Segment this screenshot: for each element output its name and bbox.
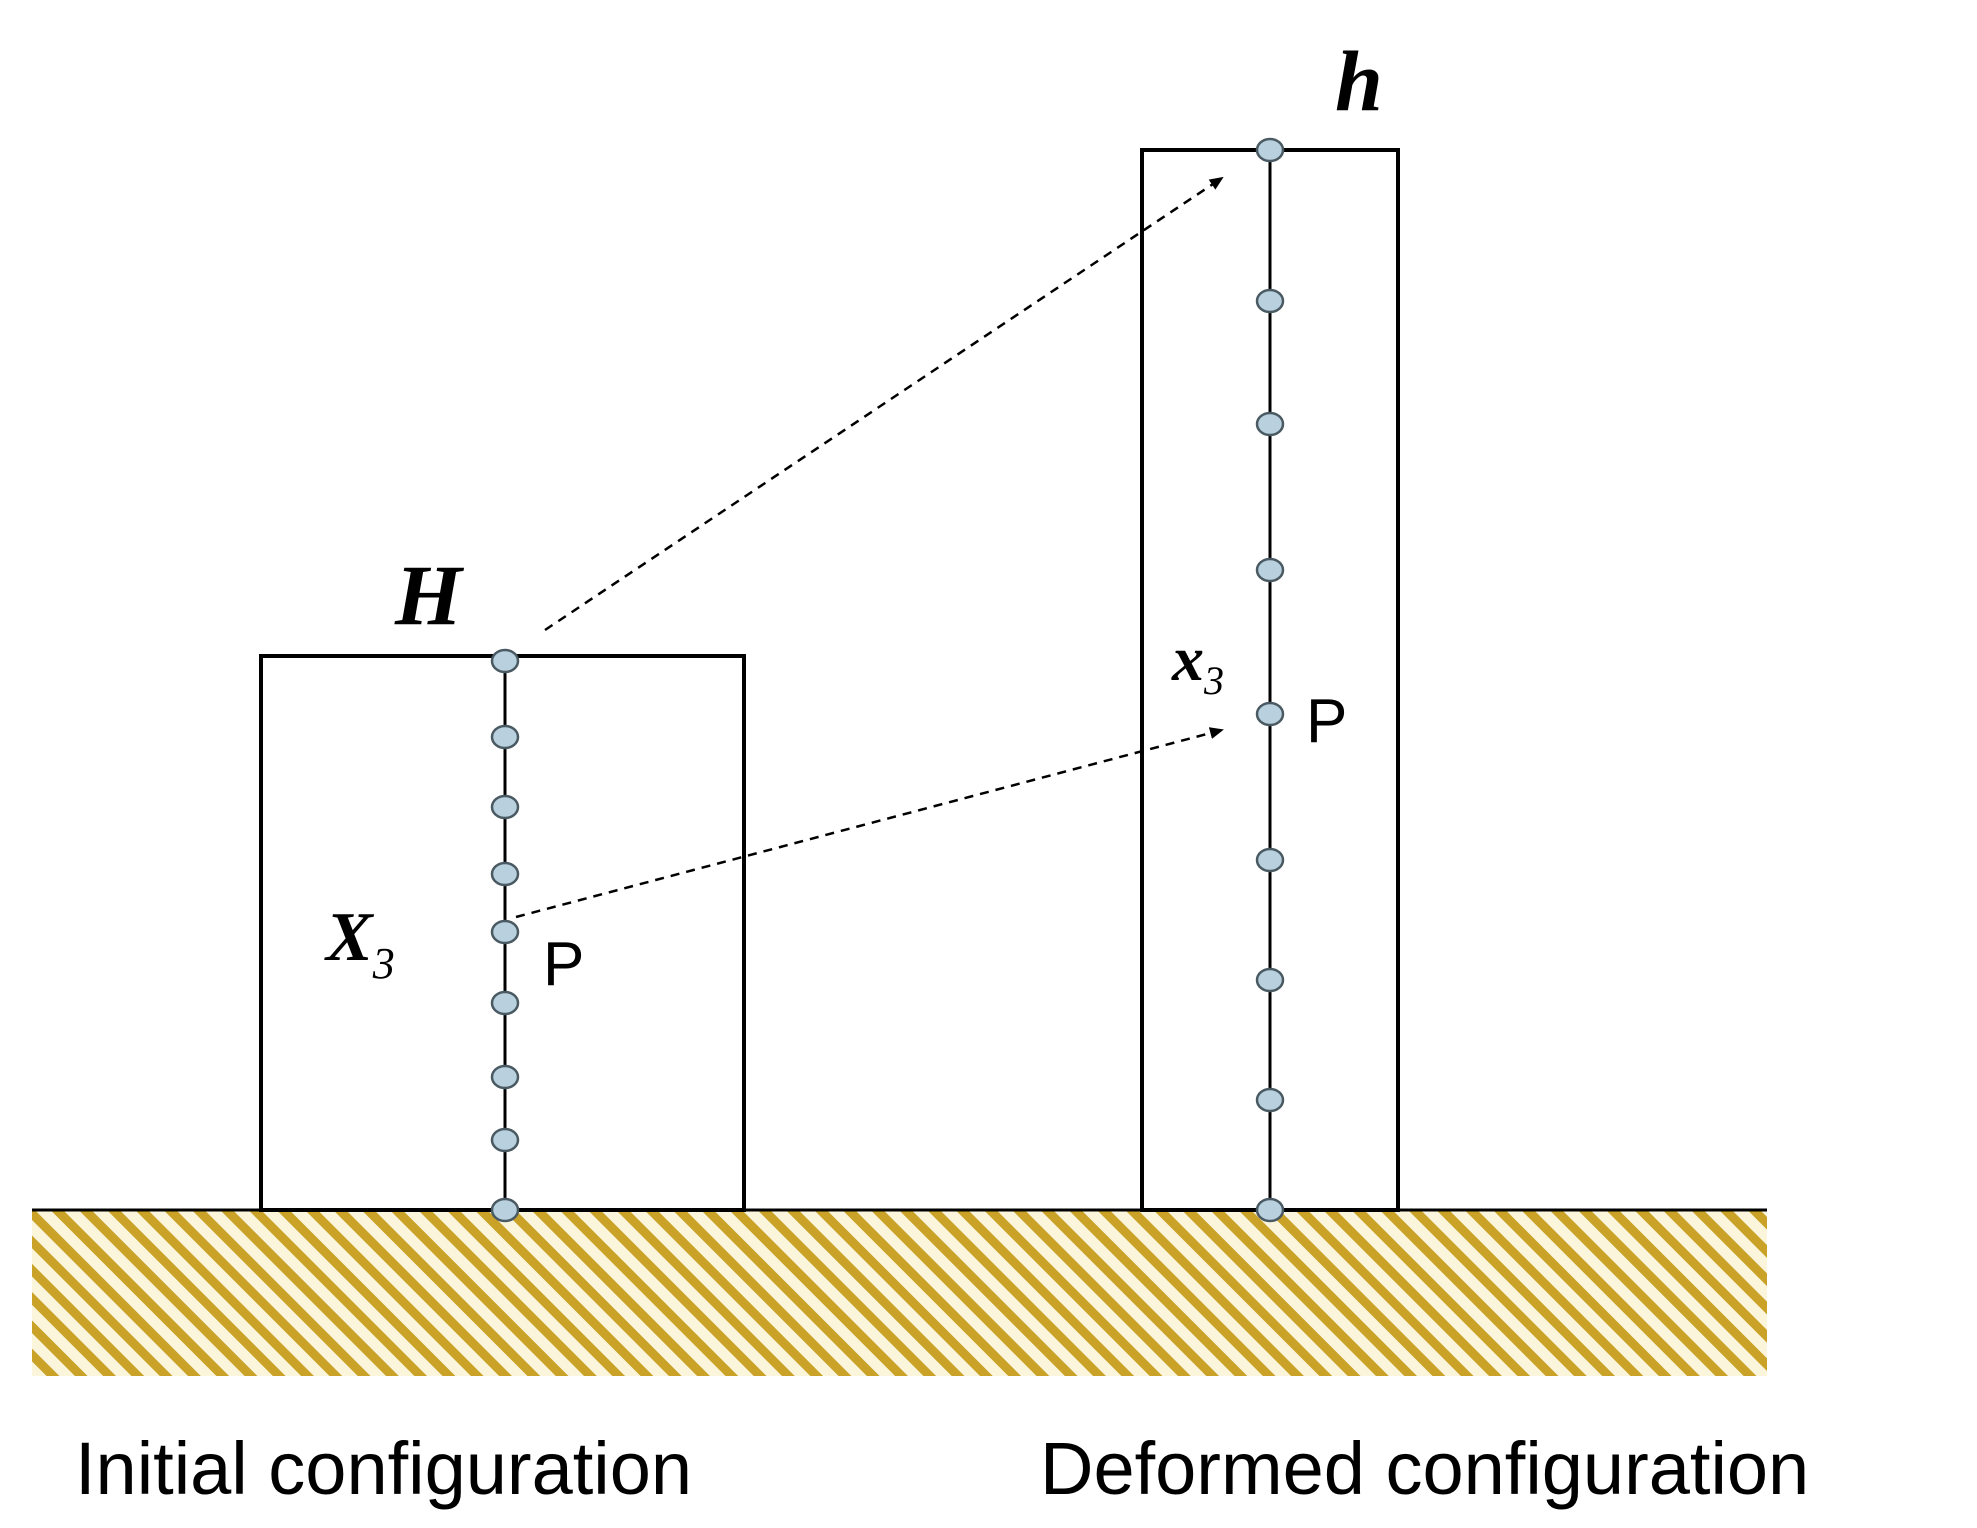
initial-node-3	[490, 794, 520, 820]
label-p-deformed: P	[1306, 687, 1347, 756]
deformed-node-7	[1255, 967, 1285, 993]
mapping-arrow-p	[515, 727, 1224, 919]
deformed-node-4	[1255, 557, 1285, 583]
deformed-node-6	[1255, 847, 1285, 873]
initial-node-2	[490, 724, 520, 750]
caption-deformed: Deformed configuration	[1040, 1427, 1809, 1510]
label-H: H	[394, 547, 465, 643]
deformed-node-5	[1255, 701, 1285, 727]
deformed-node-3	[1255, 411, 1285, 437]
initial-node-6	[490, 990, 520, 1016]
initial-node-group	[490, 648, 520, 1223]
initial-node-9	[490, 1197, 520, 1223]
deformed-node-9	[1255, 1197, 1285, 1223]
deformed-node-8	[1255, 1087, 1285, 1113]
deformed-node-2	[1255, 288, 1285, 314]
initial-node-4	[490, 861, 520, 887]
label-h: h	[1335, 33, 1383, 129]
mapping-arrow-top	[544, 176, 1224, 632]
initial-node-7	[490, 1064, 520, 1090]
caption-initial: Initial configuration	[75, 1427, 692, 1510]
initial-node-5	[490, 919, 520, 945]
label-p-initial: P	[543, 930, 584, 999]
ground-hatch	[32, 1210, 1767, 1376]
label-X3: X3	[324, 899, 395, 988]
initial-node-1	[490, 648, 520, 674]
deformed-node-group	[1255, 137, 1285, 1223]
deformed-node-1	[1255, 137, 1285, 163]
initial-node-8	[490, 1127, 520, 1153]
label-x3: x3	[1171, 623, 1224, 703]
